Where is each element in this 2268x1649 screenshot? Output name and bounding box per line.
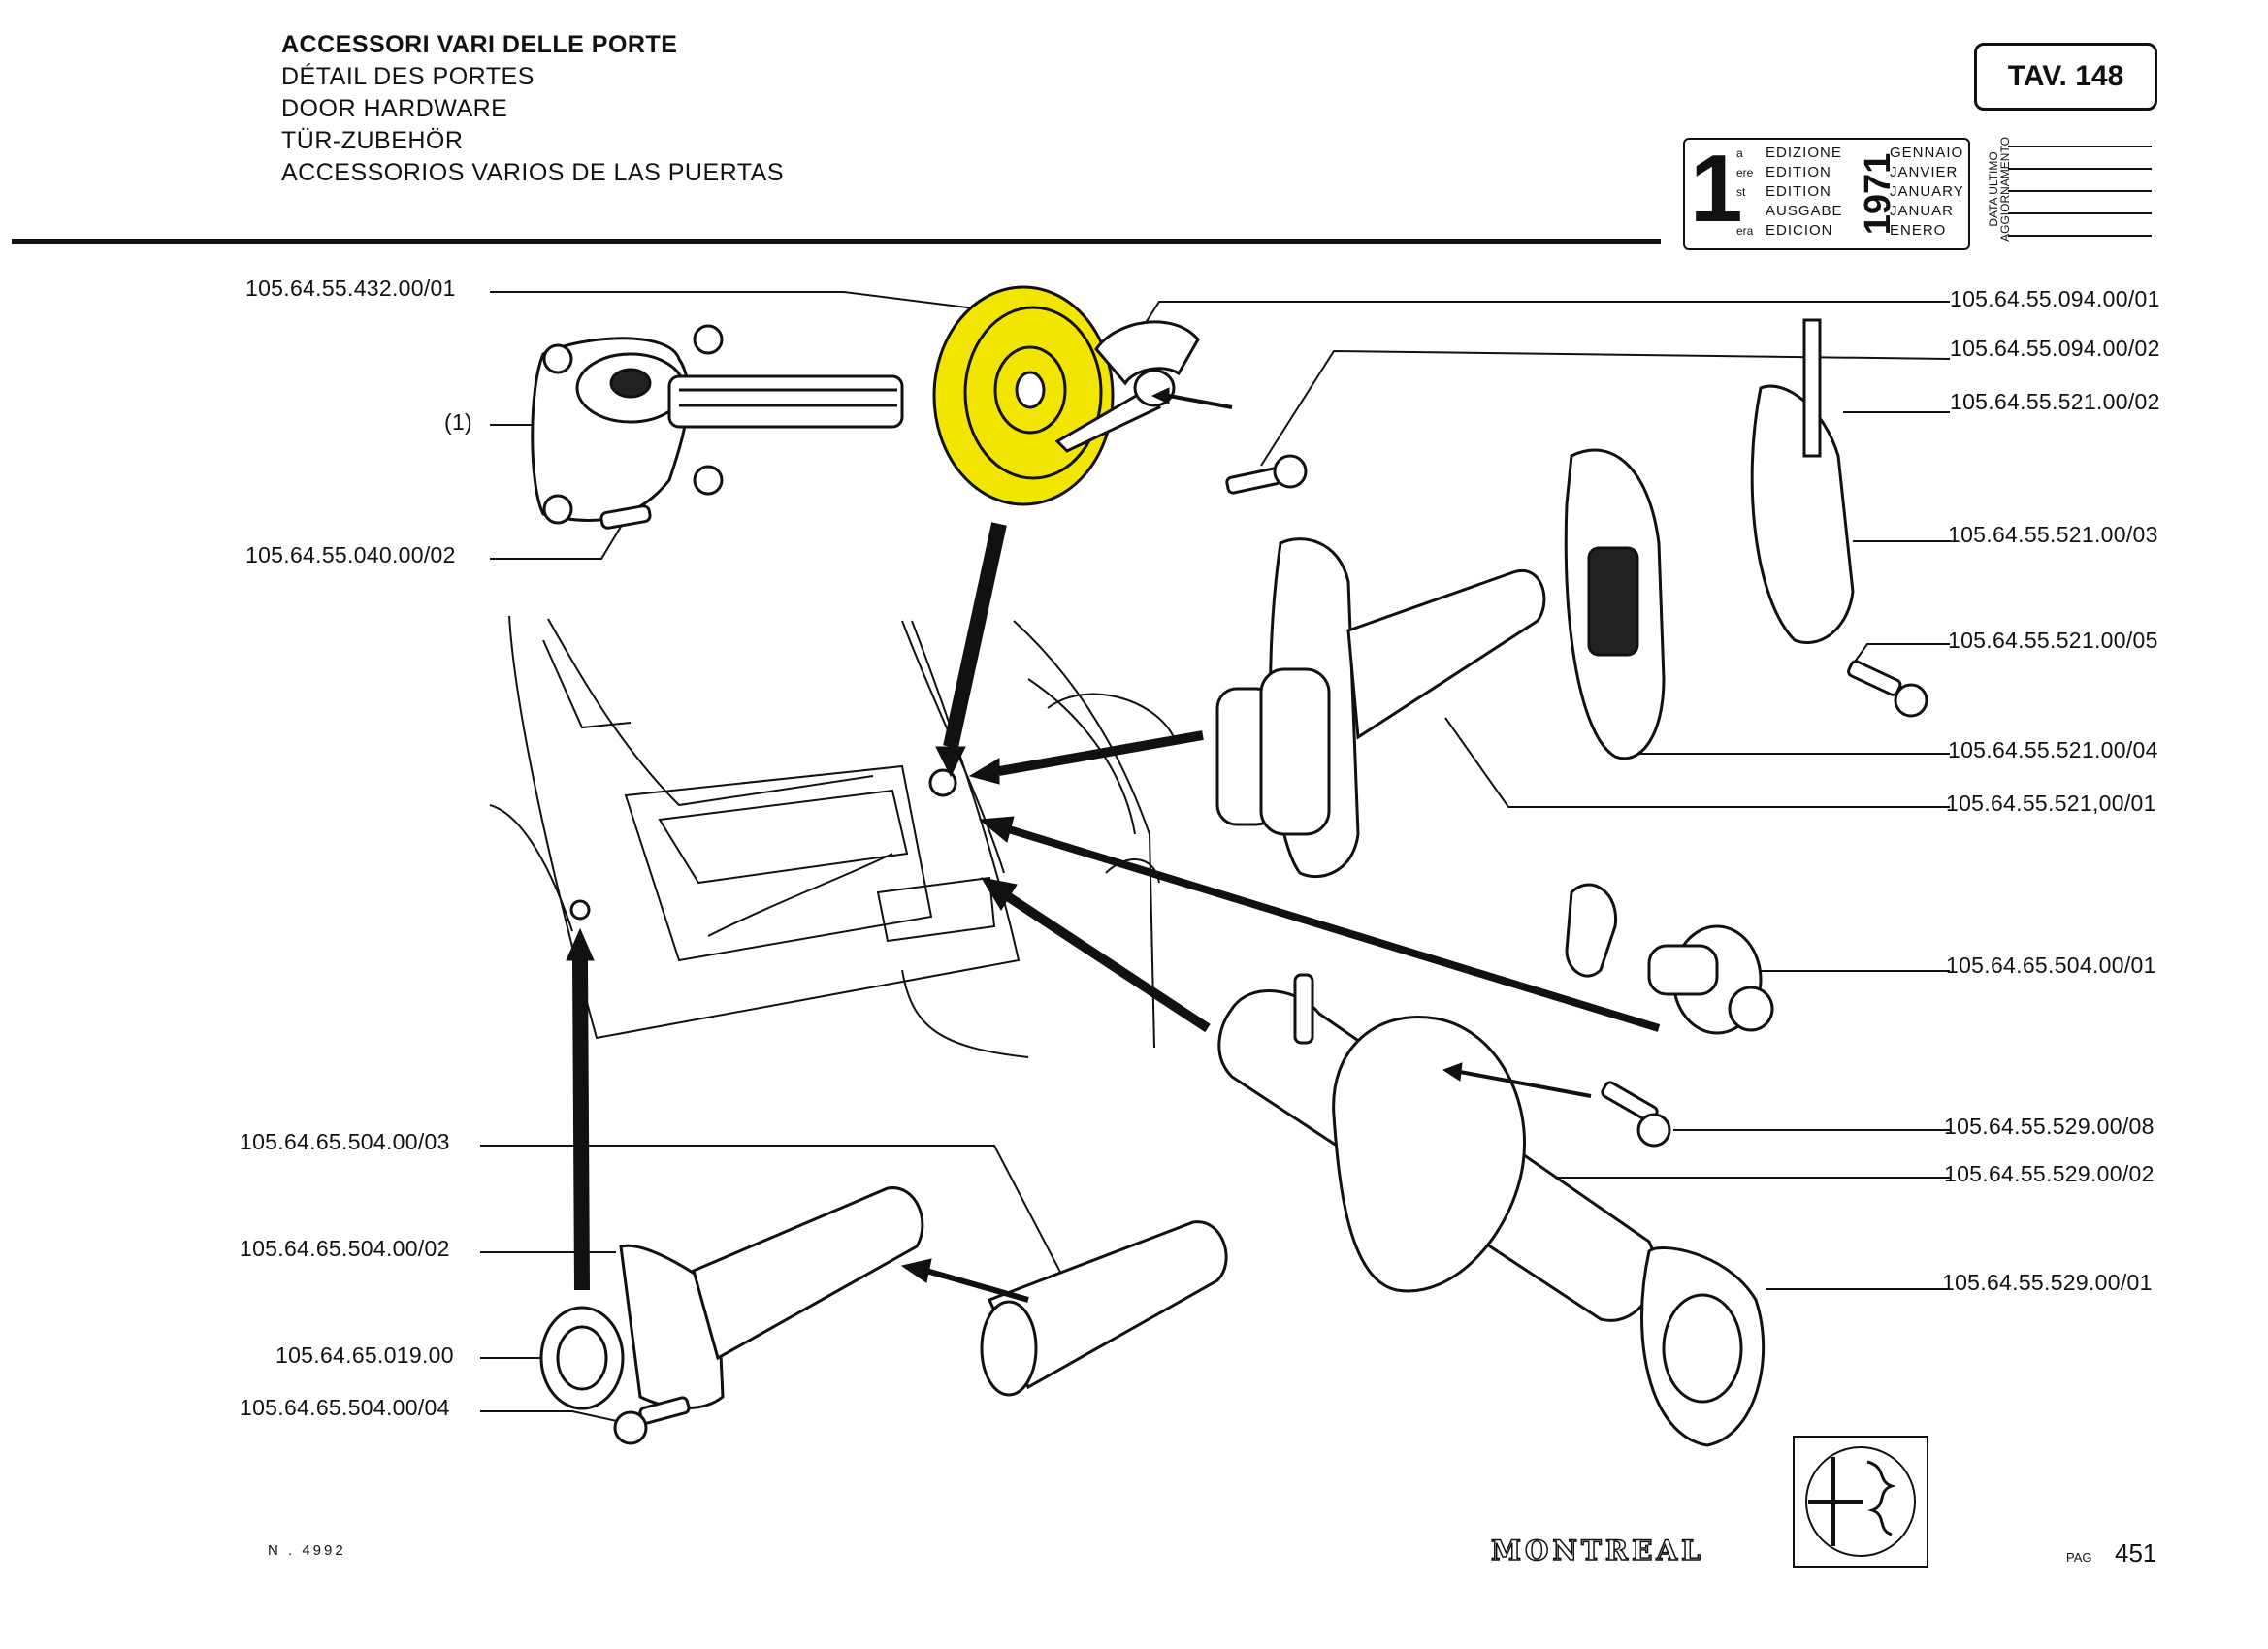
lock-barrel bbox=[539, 1186, 924, 1410]
edition-month: JANUAR bbox=[1890, 203, 1955, 219]
update-line bbox=[2008, 212, 2152, 214]
part-number-label: 105.64.55.521.00/05 bbox=[1948, 628, 2158, 653]
door-handle-hole-icon bbox=[928, 768, 957, 797]
part-number-label: 105.64.65.019.00 bbox=[275, 1342, 454, 1368]
leader-line bbox=[480, 1410, 632, 1425]
edition-sup: st bbox=[1736, 185, 1746, 199]
tube-screw-icon bbox=[1601, 1081, 1671, 1148]
edition-sup: ere bbox=[1736, 166, 1754, 179]
title-german: TÜR-ZUBEHÖR bbox=[281, 127, 464, 154]
update-line bbox=[2008, 190, 2152, 192]
header-rule bbox=[12, 239, 1661, 244]
part-number-label: 105.64.65.504.00/02 bbox=[240, 1236, 450, 1261]
edition-label: AUSGABE bbox=[1766, 203, 1843, 219]
lamp-hole-icon bbox=[569, 899, 591, 921]
leader-line bbox=[490, 521, 625, 560]
leader-line bbox=[480, 1145, 1076, 1301]
title-spanish: ACCESSORIOS VARIOS DE LAS PUERTAS bbox=[281, 159, 785, 186]
edition-number: 1 bbox=[1690, 135, 1743, 242]
update-line bbox=[2008, 146, 2152, 147]
part-number-label: 105.64.55.529.00/02 bbox=[1944, 1161, 2155, 1186]
edition-month: JANVIER bbox=[1890, 164, 1959, 180]
edition-months: GENNAIO JANVIER JANUARY JANUAR ENERO bbox=[1890, 144, 1964, 241]
part-number-label: 105.64.55.529.00/01 bbox=[1942, 1270, 2153, 1295]
title-italian: ACCESSORI VARI DELLE PORTE bbox=[281, 31, 678, 58]
title-english: DOOR HARDWARE bbox=[281, 95, 508, 122]
check-strap-plate bbox=[1564, 448, 1666, 760]
edition-year-text: 1971 bbox=[1858, 153, 1898, 236]
edition-sup: . bbox=[1736, 205, 1740, 218]
edition-box bbox=[1683, 138, 1970, 250]
leader-line bbox=[1139, 301, 1950, 333]
part-number-label: 105.64.55.432.00/01 bbox=[245, 275, 456, 301]
title-french: DÉTAIL DES PORTES bbox=[281, 63, 535, 90]
edition-month: JANUARY bbox=[1890, 183, 1964, 200]
edition-label: EDITION bbox=[1766, 183, 1831, 200]
part-number-label: 105.64.65.504.00/03 bbox=[240, 1129, 450, 1154]
window-winder-handle bbox=[531, 324, 904, 530]
drawing-number: N . 4992 bbox=[268, 1542, 346, 1559]
edition-year: 1971 bbox=[1858, 153, 1898, 236]
manufacturer-logo bbox=[1793, 1436, 1928, 1568]
lock-tube bbox=[1217, 973, 1766, 1447]
edition-labels: EDIZIONE EDITION EDITION AUSGABE EDICION bbox=[1766, 144, 1843, 241]
part-number-label: 105.64.55.521.00/04 bbox=[1948, 737, 2158, 762]
courtesy-switch bbox=[1565, 883, 1774, 1035]
title-block: ACCESSORI VARI DELLE PORTE DÉTAIL DES PO… bbox=[281, 29, 784, 189]
model-name: MONTREAL bbox=[1490, 1534, 1704, 1568]
door-panel-outline bbox=[489, 615, 1175, 1058]
edition-month: ENERO bbox=[1890, 222, 1947, 239]
page-label: PAG bbox=[2066, 1550, 2092, 1565]
part-number-label: 105.64.55.040.00/02 bbox=[245, 542, 456, 567]
barrel-sleeve bbox=[980, 1220, 1228, 1397]
leader-line bbox=[1852, 643, 1950, 665]
screw-icon bbox=[1225, 454, 1308, 495]
logo-emblem-icon bbox=[1805, 1446, 1916, 1557]
part-number-label: 105.64.55.521.00/03 bbox=[1948, 522, 2158, 547]
aggiornamento-text: AGGIORNAMENTO bbox=[1998, 137, 2012, 242]
data-ultimo-text: DATA ULTIMO bbox=[1987, 151, 2000, 226]
striker-bracket bbox=[1750, 318, 1855, 645]
part-number-label: 105.64.55.529.00/08 bbox=[1944, 1114, 2155, 1139]
edition-sup: a bbox=[1736, 146, 1743, 160]
bracket-screw-icon bbox=[1847, 660, 1928, 718]
data-ultimo-label: DATA ULTIMO AGGIORNAMENTO bbox=[1987, 137, 2012, 242]
arrows bbox=[566, 387, 1661, 1303]
edition-label: EDICION bbox=[1766, 222, 1833, 239]
edition-label: EDITION bbox=[1766, 164, 1831, 180]
part-number-label: 105.64.55.521.00/02 bbox=[1950, 389, 2160, 414]
edition-sup: era bbox=[1736, 224, 1754, 238]
edition-superscripts: a ere st . era bbox=[1736, 144, 1753, 241]
part-number-label: 105.64.55.094.00/01 bbox=[1950, 286, 2160, 311]
leader-line bbox=[1444, 717, 1950, 808]
highlighted-knob bbox=[932, 285, 1115, 506]
edition-label: EDIZIONE bbox=[1766, 145, 1842, 161]
update-lines bbox=[2008, 146, 2152, 257]
part-number-label: 105.64.55.521,00/01 bbox=[1946, 791, 2156, 816]
plate-number: TAV. 148 bbox=[1974, 43, 2157, 111]
leader-line bbox=[1260, 349, 1951, 467]
page-number: 451 bbox=[2115, 1538, 2157, 1568]
part-number-label: 105.64.65.504.00/04 bbox=[240, 1395, 450, 1420]
edition-month: GENNAIO bbox=[1890, 145, 1964, 161]
part-number-label: 105.64.65.504.00/01 bbox=[1946, 953, 2156, 978]
door-check-strap bbox=[1215, 537, 1546, 879]
leader-line bbox=[490, 291, 976, 309]
part-number-label: (1) bbox=[444, 409, 473, 435]
part-number-label: 105.64.55.094.00/02 bbox=[1950, 336, 2160, 361]
barrel-screw-icon bbox=[613, 1396, 691, 1445]
update-line bbox=[2008, 168, 2152, 170]
update-line bbox=[2008, 235, 2152, 237]
